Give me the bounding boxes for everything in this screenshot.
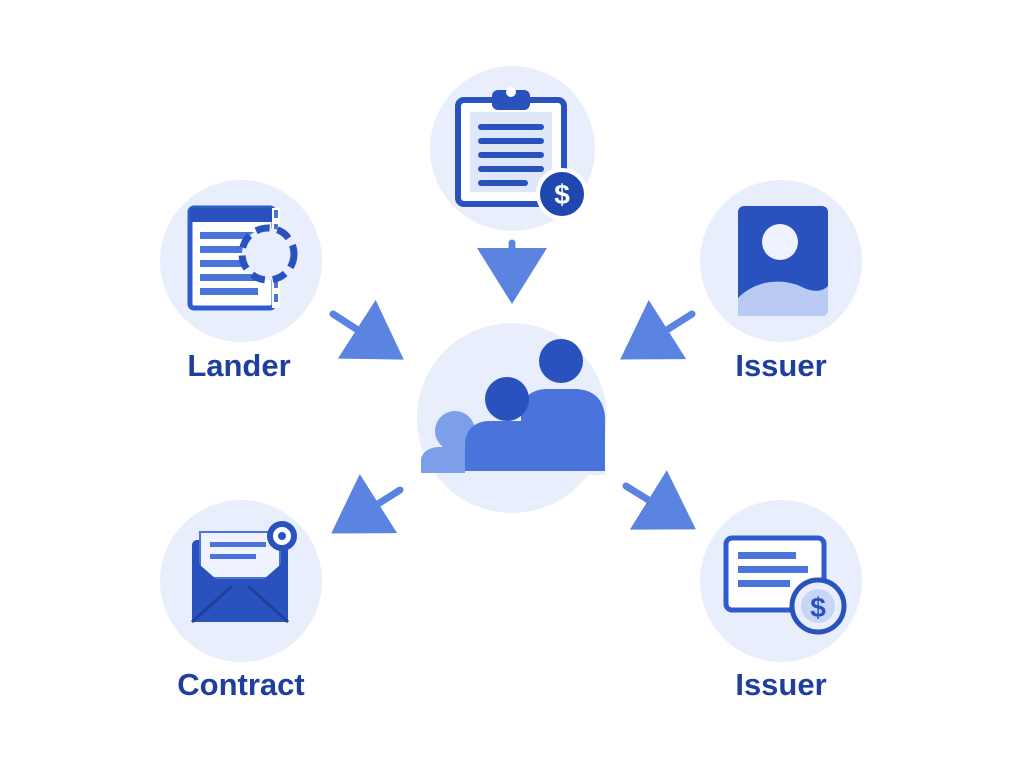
clipboard-dollar-icon: $: [455, 87, 588, 220]
arrow-lander-to-center: [329, 299, 404, 360]
label-lander: Lander: [187, 348, 291, 383]
picture-card-icon: [738, 206, 828, 316]
invoice-dollar-icon: $: [723, 535, 847, 635]
node-contract: [160, 500, 322, 662]
node-issuer-bottom: $: [700, 500, 862, 662]
people-group-icon: [421, 339, 605, 475]
svg-text:$: $: [554, 179, 570, 210]
node-center: [417, 323, 607, 513]
arrow-center-to-issuer: [622, 470, 696, 530]
node-top: $: [430, 66, 595, 231]
node-lander: [160, 180, 322, 342]
label-issuer-top: Issuer: [735, 348, 827, 383]
envelope-icon: [190, 521, 297, 624]
arrow-center-to-contract: [331, 473, 404, 534]
label-issuer-bottom: Issuer: [735, 667, 827, 702]
arrow-issuer-to-center: [620, 299, 696, 360]
node-issuer-top: [700, 180, 862, 342]
svg-text:$: $: [810, 592, 826, 623]
label-contract: Contract: [177, 667, 305, 702]
document-dashed-circle-icon: [187, 205, 298, 311]
